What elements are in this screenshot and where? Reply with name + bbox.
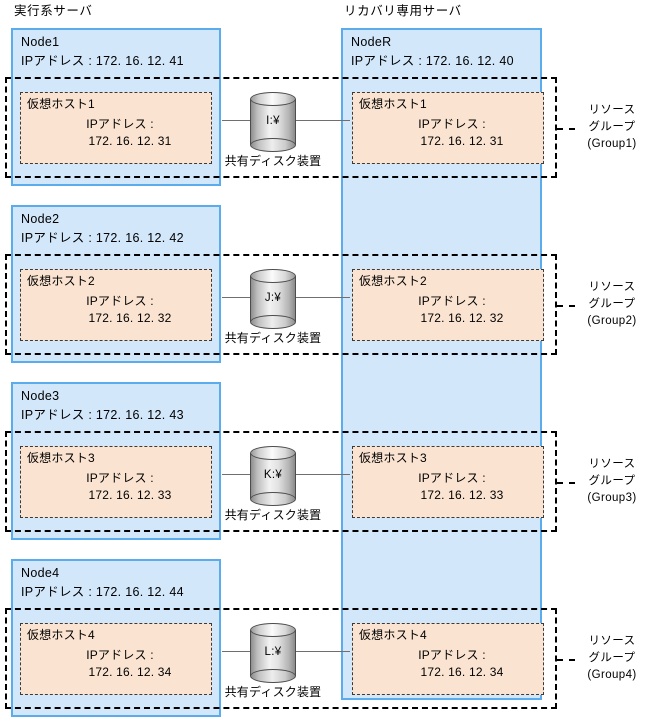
recovery-node-name: NodeR [351,35,392,49]
disk-drive-letter-2: J:¥ [264,292,282,304]
resource-group-label-3-line3: (Group3) [587,492,637,504]
resource-group-box-2 [5,254,557,355]
virtual-host-ip-label-2-active: IPアドレス : [86,294,154,308]
virtual-host-name-3-standby: 仮想ホスト3 [359,451,427,465]
recovery-node-ip: IPアドレス : 172. 16. 12. 40 [351,54,514,68]
resource-group-label-4-line3: (Group4) [587,669,637,681]
disk-drive-letter-4: L:¥ [264,646,282,658]
disk-wire-left-2 [222,297,252,298]
node-ip-1: IPアドレス : 172. 16. 12. 41 [21,54,184,68]
virtual-host-ip-value-3-active: 172. 16. 12. 33 [88,488,172,502]
disk-wire-left-3 [222,474,252,475]
virtual-host-box-2-standby: 仮想ホスト2 IPアドレス : 172. 16. 12. 32 [352,269,544,341]
virtual-host-ip-label-2-standby: IPアドレス : [418,294,486,308]
resource-group-box-3 [5,431,557,532]
virtual-host-ip-value-3-standby: 172. 16. 12. 33 [420,488,504,502]
disk-cylinder-icon-3: K:¥ [250,446,296,506]
disk-wire-left-4 [222,651,252,652]
disk-drive-letter-3: K:¥ [263,469,283,481]
virtual-host-ip-value-4-standby: 172. 16. 12. 34 [420,665,504,679]
disk-wire-left-1 [222,120,252,121]
virtual-host-box-4-active: 仮想ホスト4 IPアドレス : 172. 16. 12. 34 [20,623,212,695]
virtual-host-box-1-active: 仮想ホスト1 IPアドレス : 172. 16. 12. 31 [20,92,212,164]
resource-group-label-4-line1: リソース [588,635,636,647]
disk-cylinder-bottom-2 [250,315,296,329]
disk-caption-1: 共有ディスク装置 [224,154,322,168]
resource-group-leader-1 [557,128,575,130]
resource-group-label-3-line2: グループ [588,475,636,487]
disk-wire-right-3 [295,474,350,475]
disk-wire-right-2 [295,297,350,298]
resource-group-label-1-line2: グループ [588,121,636,133]
virtual-host-name-1-standby: 仮想ホスト1 [359,97,427,111]
virtual-host-ip-label-4-active: IPアドレス : [86,648,154,662]
disk-cylinder-top-1 [250,92,296,106]
disk-caption-2: 共有ディスク装置 [224,331,322,345]
disk-cylinder-icon-4: L:¥ [250,623,296,683]
node-name-4: Node4 [21,566,60,580]
right-column-header: リカバリ専用サーバ [344,4,462,18]
disk-cylinder-icon-1: I:¥ [250,92,296,152]
disk-cylinder-top-4 [250,623,296,637]
node-ip-2: IPアドレス : 172. 16. 12. 42 [21,231,184,245]
resource-group-label-4-line2: グループ [588,652,636,664]
disk-cylinder-bottom-1 [250,138,296,152]
virtual-host-name-1-active: 仮想ホスト1 [27,97,95,111]
resource-group-label-2-line2: グループ [588,298,636,310]
virtual-host-ip-value-1-standby: 172. 16. 12. 31 [420,134,504,148]
resource-group-leader-3 [557,482,575,484]
node-ip-3: IPアドレス : 172. 16. 12. 43 [21,408,184,422]
disk-cylinder-top-3 [250,446,296,460]
virtual-host-ip-label-1-active: IPアドレス : [86,117,154,131]
node-name-1: Node1 [21,35,60,49]
resource-group-label-3-line1: リソース [588,458,636,470]
virtual-host-box-3-active: 仮想ホスト3 IPアドレス : 172. 16. 12. 33 [20,446,212,518]
disk-cylinder-icon-2: J:¥ [250,269,296,329]
disk-drive-letter-1: I:¥ [266,115,280,127]
resource-group-label-2-line1: リソース [588,281,636,293]
virtual-host-box-1-standby: 仮想ホスト1 IPアドレス : 172. 16. 12. 31 [352,92,544,164]
virtual-host-ip-value-2-active: 172. 16. 12. 32 [88,311,172,325]
resource-group-box-1 [5,77,557,178]
virtual-host-ip-label-3-active: IPアドレス : [86,471,154,485]
virtual-host-box-2-active: 仮想ホスト2 IPアドレス : 172. 16. 12. 32 [20,269,212,341]
disk-caption-4: 共有ディスク装置 [224,685,322,699]
virtual-host-ip-value-2-standby: 172. 16. 12. 32 [420,311,504,325]
resource-group-label-2-line3: (Group2) [587,315,637,327]
virtual-host-name-2-active: 仮想ホスト2 [27,274,95,288]
virtual-host-ip-label-4-standby: IPアドレス : [418,648,486,662]
virtual-host-name-2-standby: 仮想ホスト2 [359,274,427,288]
disk-wire-right-4 [295,651,350,652]
virtual-host-box-3-standby: 仮想ホスト3 IPアドレス : 172. 16. 12. 33 [352,446,544,518]
disk-caption-3: 共有ディスク装置 [224,508,322,522]
virtual-host-name-3-active: 仮想ホスト3 [27,451,95,465]
disk-cylinder-top-2 [250,269,296,283]
virtual-host-ip-label-3-standby: IPアドレス : [418,471,486,485]
node-name-3: Node3 [21,389,60,403]
resource-group-leader-4 [557,659,575,661]
resource-group-label-1-line3: (Group1) [587,138,637,150]
virtual-host-name-4-standby: 仮想ホスト4 [359,628,427,642]
node-name-2: Node2 [21,212,60,226]
virtual-host-name-4-active: 仮想ホスト4 [27,628,95,642]
left-column-header: 実行系サーバ [14,4,93,18]
virtual-host-ip-value-1-active: 172. 16. 12. 31 [88,134,172,148]
resource-group-leader-2 [557,305,575,307]
resource-group-label-1-line1: リソース [588,104,636,116]
virtual-host-ip-label-1-standby: IPアドレス : [418,117,486,131]
node-ip-4: IPアドレス : 172. 16. 12. 44 [21,585,184,599]
virtual-host-box-4-standby: 仮想ホスト4 IPアドレス : 172. 16. 12. 34 [352,623,544,695]
disk-wire-right-1 [295,120,350,121]
disk-cylinder-bottom-4 [250,669,296,683]
virtual-host-ip-value-4-active: 172. 16. 12. 34 [88,665,172,679]
disk-cylinder-bottom-3 [250,492,296,506]
